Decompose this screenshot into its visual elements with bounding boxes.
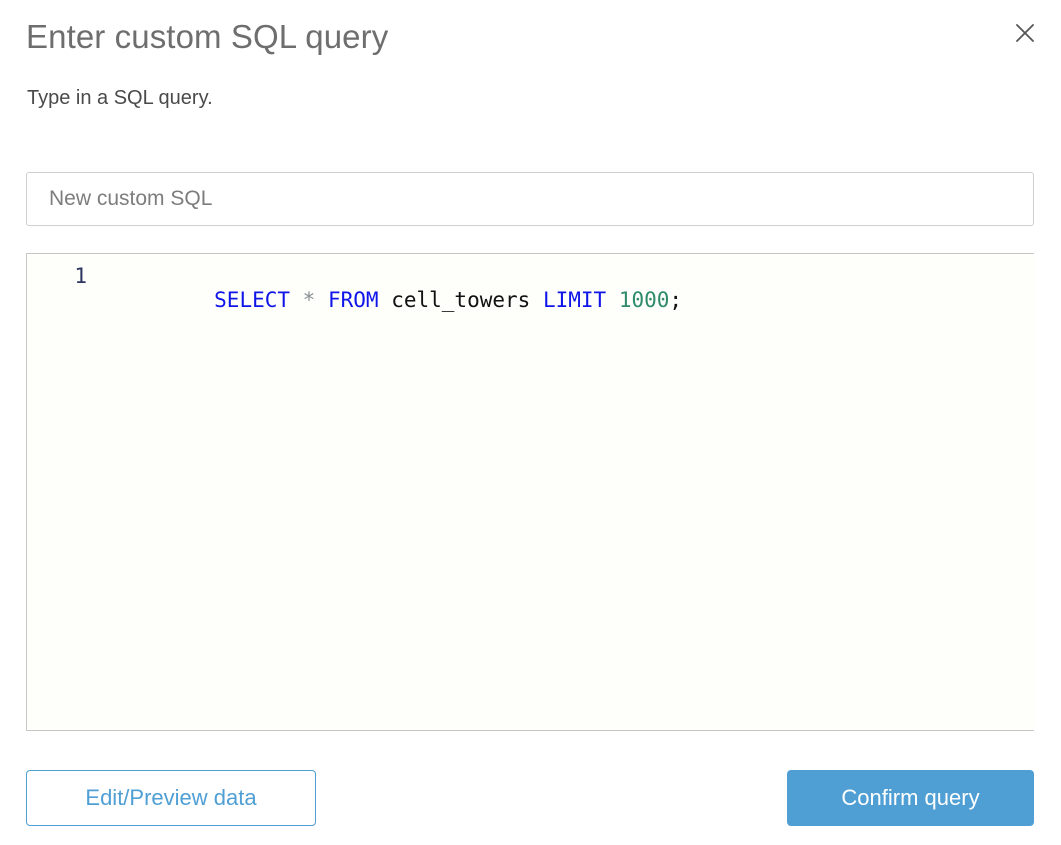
- sql-token-star: *: [302, 288, 316, 312]
- sql-token-limit: LIMIT: [542, 288, 607, 312]
- edit-preview-data-button[interactable]: Edit/Preview data: [26, 770, 316, 826]
- sql-token-table-name: cell_towers: [391, 288, 531, 312]
- sql-code-editor[interactable]: 1 SELECT * FROM cell_towers LIMIT 1000;: [26, 253, 1034, 731]
- sql-token-from: FROM: [327, 288, 379, 312]
- close-icon[interactable]: [1009, 17, 1041, 49]
- sql-token-space: [379, 288, 392, 312]
- sql-token-space: [606, 288, 619, 312]
- sql-token-space: [290, 288, 303, 312]
- sql-token-keyword: SELECT: [214, 288, 291, 312]
- confirm-query-button[interactable]: Confirm query: [787, 770, 1034, 826]
- code-line-content[interactable]: SELECT * FROM cell_towers LIMIT 1000;: [99, 264, 682, 336]
- sql-token-space: [530, 288, 543, 312]
- sql-token-semicolon: ;: [669, 288, 683, 312]
- sql-token-number: 1000: [618, 288, 670, 312]
- editor-line: 1 SELECT * FROM cell_towers LIMIT 1000;: [27, 254, 1034, 312]
- page-title: Enter custom SQL query: [26, 18, 389, 55]
- sql-token-space: [315, 288, 328, 312]
- line-number: 1: [74, 264, 87, 288]
- dialog-subtitle: Type in a SQL query.: [27, 87, 213, 109]
- query-name-input[interactable]: [26, 172, 1034, 226]
